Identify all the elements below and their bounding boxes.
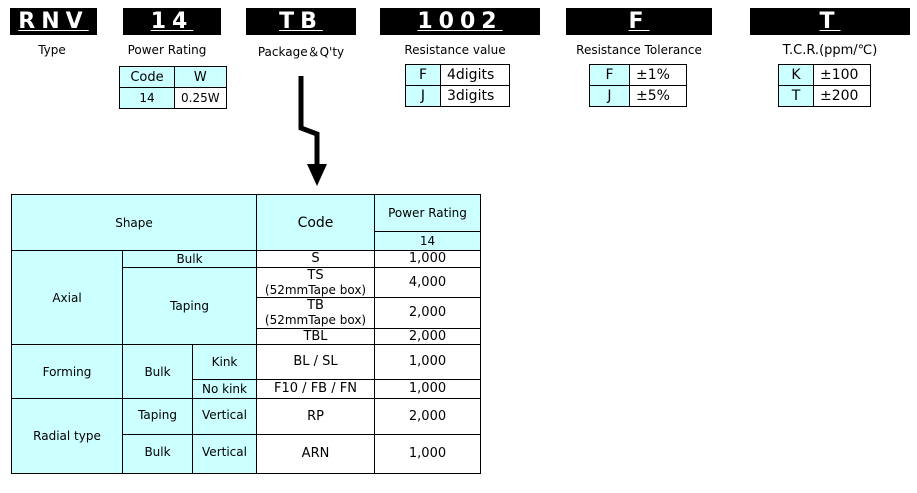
code-text: TB — [307, 298, 324, 313]
power-head-w: W — [174, 66, 227, 88]
resistance-caption: Resistance value — [404, 43, 506, 57]
code-note: (52mmTape box) — [264, 313, 367, 327]
type-caption: Type — [38, 43, 66, 57]
forming-style: No kink — [192, 379, 257, 399]
power-rating-header: Power Rating — [374, 194, 481, 232]
code-note: (52mmTape box) — [264, 282, 367, 297]
type-code: RNV — [10, 8, 97, 35]
power-rating-table: Code W 14 0.25W — [119, 66, 227, 109]
tolerance-row-value: ±1% — [629, 64, 687, 86]
tcr-row-code: K — [778, 64, 814, 86]
resistance-code: 1002 — [380, 8, 540, 35]
resistance-row-code: J — [405, 85, 441, 107]
radial-code: RP — [256, 398, 375, 435]
package-quantity-table: Shape Code Power Rating 14 Axial Bulk S … — [11, 194, 481, 474]
forming-label: Forming — [11, 344, 123, 399]
axial-label: Axial — [11, 250, 123, 345]
radial-code: ARN — [256, 434, 375, 474]
package-caption: Package＆Q'ty — [257, 45, 345, 59]
radial-label: Radial type — [11, 398, 123, 474]
tolerance-row-code: J — [589, 85, 630, 107]
axial-taping-qty: 2,000 — [374, 328, 481, 345]
tcr-code: T — [750, 8, 910, 35]
package-arrow-icon — [298, 76, 327, 186]
axial-bulk-code: S — [256, 250, 375, 268]
axial-taping-label: Taping — [122, 267, 257, 345]
power-head-code: Code — [119, 66, 175, 88]
radial-pack: Bulk — [122, 434, 193, 474]
radial-qty: 1,000 — [374, 434, 481, 474]
tolerance-code: F — [566, 8, 712, 35]
axial-taping-qty: 4,000 — [374, 267, 481, 298]
code-text: TS — [307, 267, 324, 283]
resistance-row-desc: 4digits — [440, 64, 510, 86]
forming-style: Kink — [192, 344, 257, 380]
tcr-caption: T.C.R.(ppm/℃) — [782, 43, 878, 58]
tolerance-caption: Resistance Tolerance — [576, 43, 702, 57]
tolerance-row-value: ±5% — [629, 85, 687, 107]
radial-style: Vertical — [192, 398, 257, 435]
forming-qty: 1,000 — [374, 379, 481, 399]
axial-bulk-qty: 1,000 — [374, 250, 481, 268]
radial-qty: 2,000 — [374, 398, 481, 435]
resistance-row-code: F — [405, 64, 441, 86]
shape-header: Shape — [11, 194, 257, 251]
package-code: TB — [246, 8, 356, 35]
forming-code: BL / SL — [256, 344, 375, 380]
tcr-table: K ±100 T ±200 — [778, 64, 871, 107]
axial-taping-code: TB (52mmTape box) — [256, 297, 375, 329]
radial-style: Vertical — [192, 434, 257, 474]
code-header: Code — [256, 194, 375, 251]
radial-pack: Taping — [122, 398, 193, 435]
forming-qty: 1,000 — [374, 344, 481, 380]
axial-taping-code: TS (52mmTape box) — [256, 267, 375, 298]
forming-bulk-label: Bulk — [122, 344, 193, 399]
axial-taping-code: TBL — [256, 328, 375, 345]
forming-code: F10 / FB / FN — [256, 379, 375, 399]
axial-taping-qty: 2,000 — [374, 297, 481, 329]
resistance-table: F 4digits J 3digits — [405, 64, 510, 107]
tolerance-row-code: F — [589, 64, 630, 86]
resistance-row-desc: 3digits — [440, 85, 510, 107]
power-row-w: 0.25W — [174, 87, 227, 109]
tolerance-table: F ±1% J ±5% — [589, 64, 687, 107]
tcr-row-code: T — [778, 85, 814, 107]
tcr-row-value: ±100 — [813, 64, 871, 86]
axial-bulk-label: Bulk — [122, 250, 257, 268]
power-row-code: 14 — [119, 87, 175, 109]
tcr-row-value: ±200 — [813, 85, 871, 107]
power-caption: Power Rating — [127, 43, 207, 57]
power-code: 14 — [123, 8, 221, 35]
power-rating-subheader: 14 — [374, 231, 481, 251]
